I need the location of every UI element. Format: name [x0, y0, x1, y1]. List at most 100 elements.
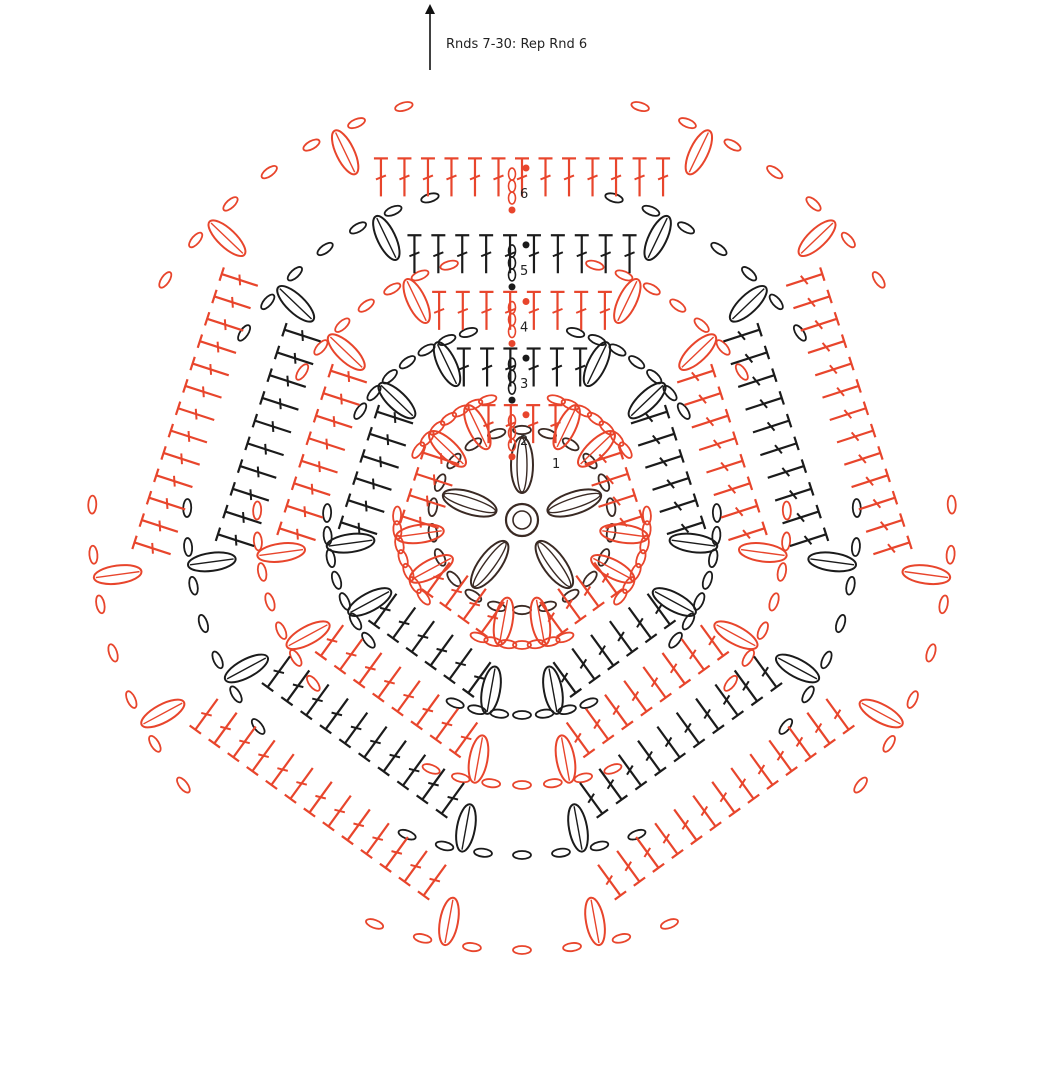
corner-chain	[800, 685, 816, 705]
corner-chain	[474, 848, 493, 858]
dc-top-bar	[373, 693, 384, 701]
dc-cross-bar	[387, 434, 388, 445]
dc-cross-bar	[232, 297, 233, 308]
dc-cross-bar	[366, 501, 367, 512]
dc-cross-bar	[434, 474, 435, 485]
corner-chain	[765, 164, 784, 181]
dc-top-bar	[425, 661, 436, 669]
corner-chain	[305, 674, 322, 693]
corner-chain	[947, 495, 956, 513]
dc-cross-bar	[395, 412, 396, 423]
dc-top-bar	[691, 836, 702, 844]
round-2-group	[393, 393, 652, 649]
corner-chain	[946, 545, 955, 564]
corner-chain	[604, 192, 624, 205]
corner-chain	[851, 538, 860, 557]
start-dot	[523, 411, 530, 418]
corner-chain	[938, 595, 949, 614]
corner-chain	[692, 316, 711, 334]
round-label: 1	[552, 457, 560, 472]
dc-top-bar	[570, 689, 581, 697]
dc-top-bar	[575, 615, 586, 623]
corner-chain	[612, 932, 631, 944]
corner-chain	[383, 204, 403, 218]
corner-chain	[253, 501, 262, 519]
corner-chain	[256, 562, 267, 581]
dc-cross-bar	[391, 851, 401, 854]
corner-chain	[437, 333, 457, 347]
dc-cross-bar	[159, 521, 160, 532]
dc-cross-bar	[203, 386, 204, 397]
end-dot	[509, 397, 516, 404]
dc-cross-bar	[304, 506, 305, 517]
dc-top-bar	[679, 680, 690, 688]
dc-cross-bar	[273, 421, 274, 432]
round-rings	[88, 100, 956, 954]
corner-chain	[197, 614, 210, 634]
dc-top-bar	[627, 648, 638, 656]
dc-cross-bar	[409, 769, 419, 772]
dc-cross-bar	[469, 603, 479, 606]
puff-cluster-spine	[618, 281, 637, 321]
dc-top-bar	[354, 680, 365, 688]
corner-chain	[228, 685, 244, 705]
corner-chain	[106, 643, 119, 663]
dc-top-bar	[824, 739, 835, 747]
dc-cross-bar	[365, 667, 375, 670]
start-chain	[509, 180, 516, 192]
puff-cluster-spine	[862, 703, 901, 724]
corner-chain	[924, 643, 937, 663]
dc-top-bar	[399, 878, 410, 886]
dc-top-bar	[285, 795, 296, 803]
puff-cluster-spine	[717, 625, 756, 646]
corner-chain	[236, 323, 253, 342]
corner-chain	[660, 917, 680, 931]
dc-top-bar	[449, 749, 460, 757]
corner-chain	[586, 410, 605, 427]
dc-top-bar	[660, 693, 671, 701]
corner-chain	[513, 851, 531, 859]
corner-chain	[834, 614, 847, 634]
corner-chain	[463, 942, 482, 952]
dc-top-bar	[304, 808, 315, 816]
corner-chain	[210, 650, 225, 670]
dc-top-bar	[342, 836, 353, 844]
puff-cluster-spine	[398, 531, 442, 537]
puff-cluster-spine	[562, 737, 570, 780]
dc-cross-bar	[418, 635, 428, 638]
dc-cross-bar	[399, 622, 409, 625]
dc-cross-bar	[380, 456, 381, 467]
start-dot	[523, 355, 530, 362]
corner-chain	[678, 116, 698, 130]
dc-top-bar	[361, 850, 372, 858]
dc-top-bar	[771, 683, 782, 691]
puff-cluster-spine	[437, 344, 456, 384]
puff-cluster-spine	[143, 703, 182, 724]
corner-chain	[157, 270, 174, 289]
dc-cross-bar	[189, 431, 190, 442]
puff-cluster-spine	[462, 806, 470, 849]
dc-cross-bar	[455, 663, 465, 666]
dc-cross-bar	[302, 330, 303, 341]
dc-cross-bar	[258, 754, 268, 757]
corner-chain	[302, 137, 322, 153]
dc-top-bar	[339, 739, 350, 747]
dc-top-bar	[655, 767, 666, 775]
start-dot	[523, 165, 530, 172]
dc-top-bar	[301, 711, 312, 719]
round-1-group	[427, 426, 616, 614]
dc-top-bar	[228, 753, 239, 761]
dc-cross-bar	[348, 371, 349, 382]
puff-cluster-spine	[377, 218, 396, 258]
dc-cross-bar	[341, 394, 342, 405]
dc-top-bar	[664, 620, 675, 628]
start-chain	[509, 415, 516, 427]
dc-top-bar	[641, 707, 652, 715]
corner-chain	[543, 778, 562, 788]
dc-top-bar	[597, 809, 608, 817]
corner-chain	[804, 195, 823, 213]
puff-cluster-spine	[336, 132, 355, 172]
dc-cross-bar	[258, 467, 259, 478]
end-dot	[509, 283, 516, 290]
cluster-stitch	[440, 484, 500, 522]
